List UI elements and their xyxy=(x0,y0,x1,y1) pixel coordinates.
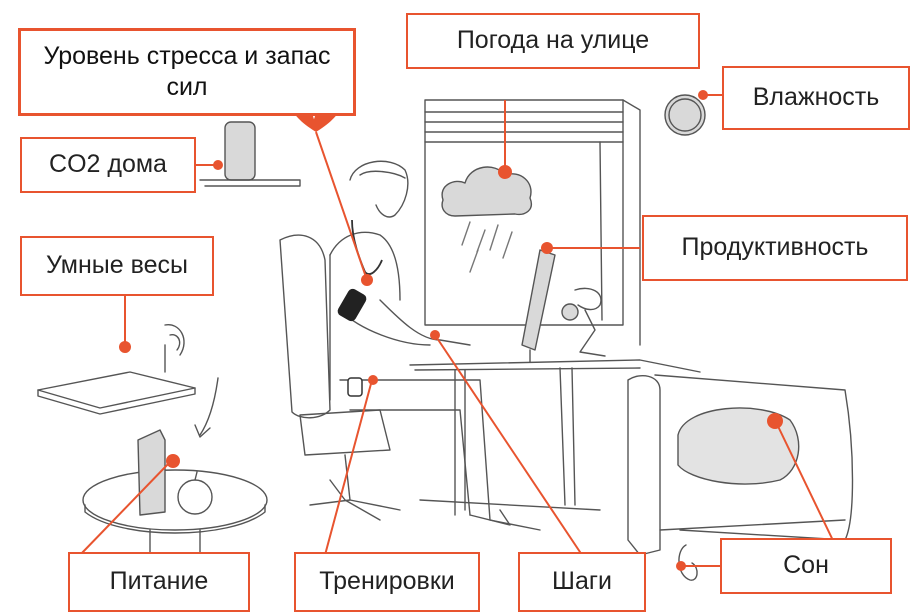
bed xyxy=(627,374,854,556)
productivity-label: Продуктивность xyxy=(642,215,908,281)
humidity-sensor xyxy=(664,94,706,136)
scales-label: Умные весы xyxy=(20,236,214,296)
desk xyxy=(409,359,701,516)
workouts-label: Тренировки xyxy=(294,552,480,612)
monitor xyxy=(521,249,556,363)
stress-energy-label: Уровень стресса и запас сил xyxy=(18,28,356,116)
steps-label: Шаги xyxy=(518,552,646,612)
desk-lamp xyxy=(561,287,606,357)
wrist-device xyxy=(337,288,367,322)
smart-scales xyxy=(37,324,219,438)
weather-label: Погода на улице xyxy=(406,13,700,69)
nutrition-label: Питание xyxy=(68,552,250,612)
humidity-label: Влажность xyxy=(722,66,910,130)
window xyxy=(424,99,641,346)
co2-sensor xyxy=(199,121,301,187)
chair xyxy=(279,234,401,521)
sleep-label: Сон xyxy=(720,538,892,594)
co2-label: CO2 дома xyxy=(20,137,196,193)
person xyxy=(329,160,541,531)
food-table xyxy=(82,429,268,561)
cloud xyxy=(441,166,532,217)
sleep-tracker xyxy=(678,544,698,581)
workout-band xyxy=(347,377,363,397)
rain-lines xyxy=(461,221,513,273)
connector-dots xyxy=(119,90,783,571)
